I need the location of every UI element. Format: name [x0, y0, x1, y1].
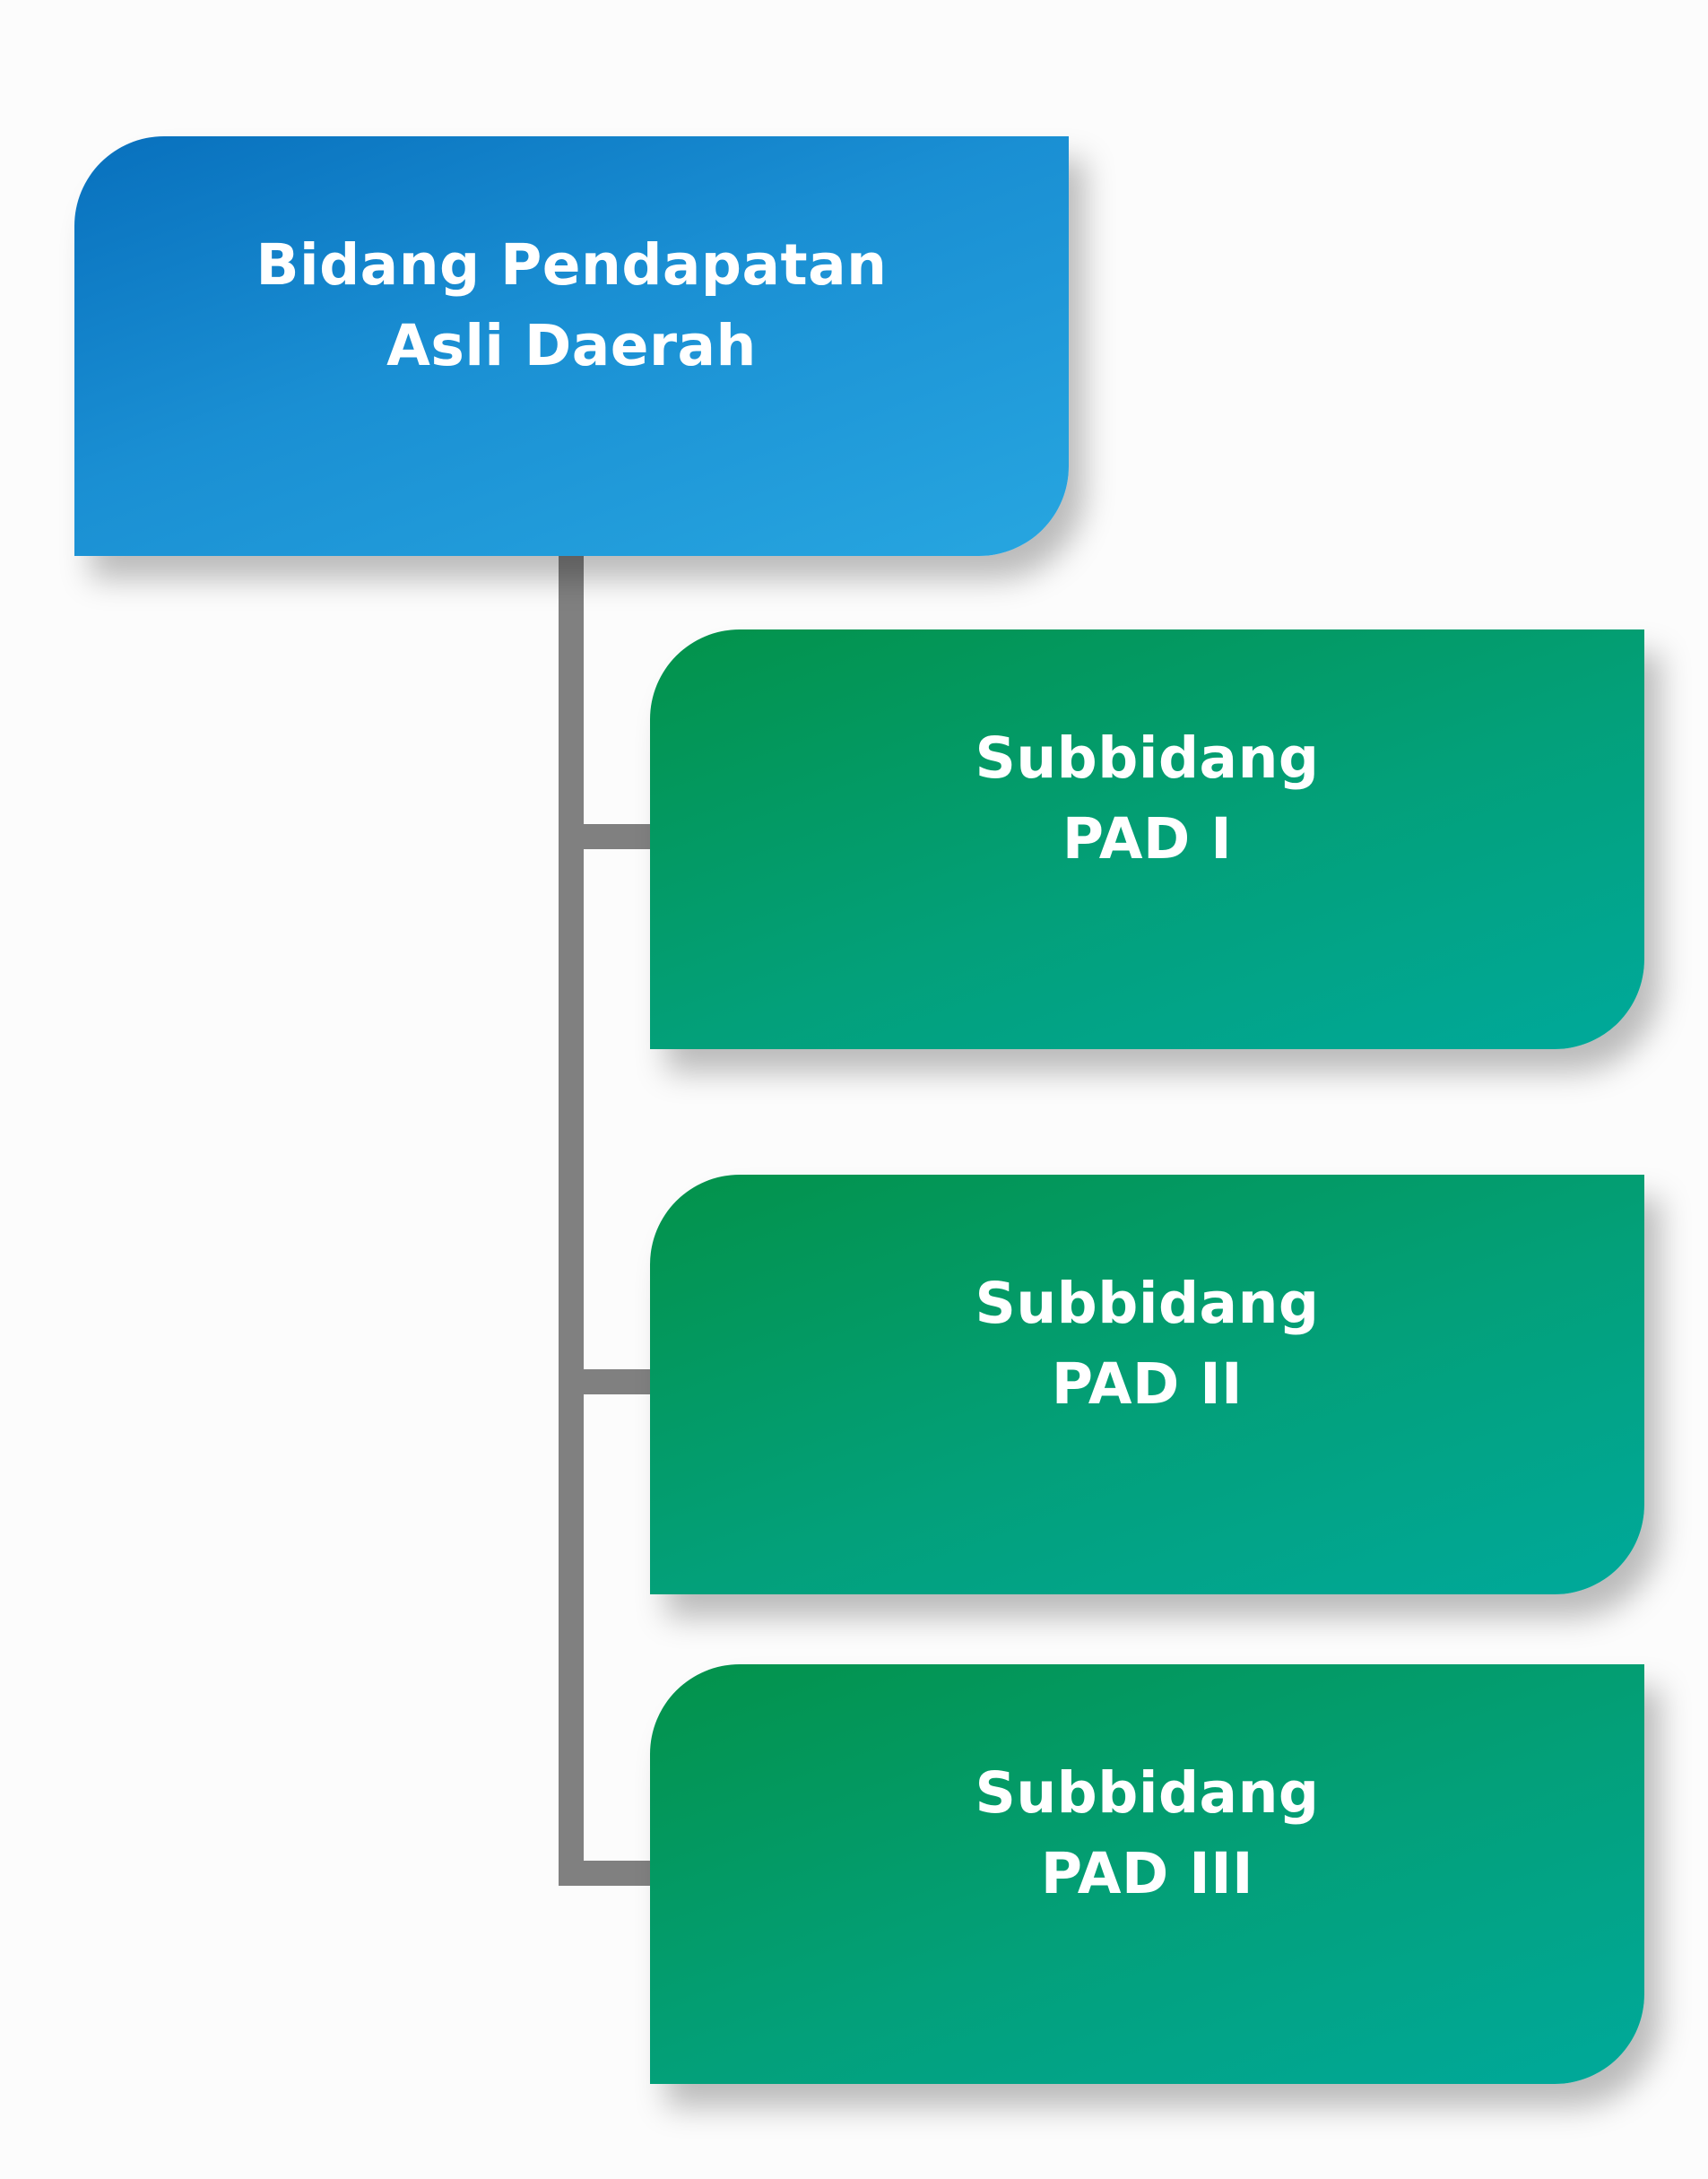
child-node-subbidang-pad-1: Subbidang PAD I	[650, 629, 1644, 1049]
child-node-subbidang-pad-2: Subbidang PAD II	[650, 1175, 1644, 1594]
child-node-subbidang-pad-3: Subbidang PAD III	[650, 1664, 1644, 2084]
child-node-label: Subbidang PAD I	[975, 725, 1320, 872]
child-node-label: Subbidang PAD II	[975, 1271, 1320, 1417]
root-node-bidang-pad: Bidang Pendapatan Asli Daerah	[74, 136, 1069, 556]
connector-branch-pad-1	[559, 824, 650, 849]
root-node-label: Bidang Pendapatan Asli Daerah	[256, 232, 888, 378]
connector-trunk	[559, 554, 584, 1886]
connector-branch-pad-2	[559, 1369, 650, 1394]
child-node-label: Subbidang PAD III	[975, 1760, 1320, 1906]
connector-branch-pad-3	[559, 1861, 650, 1886]
